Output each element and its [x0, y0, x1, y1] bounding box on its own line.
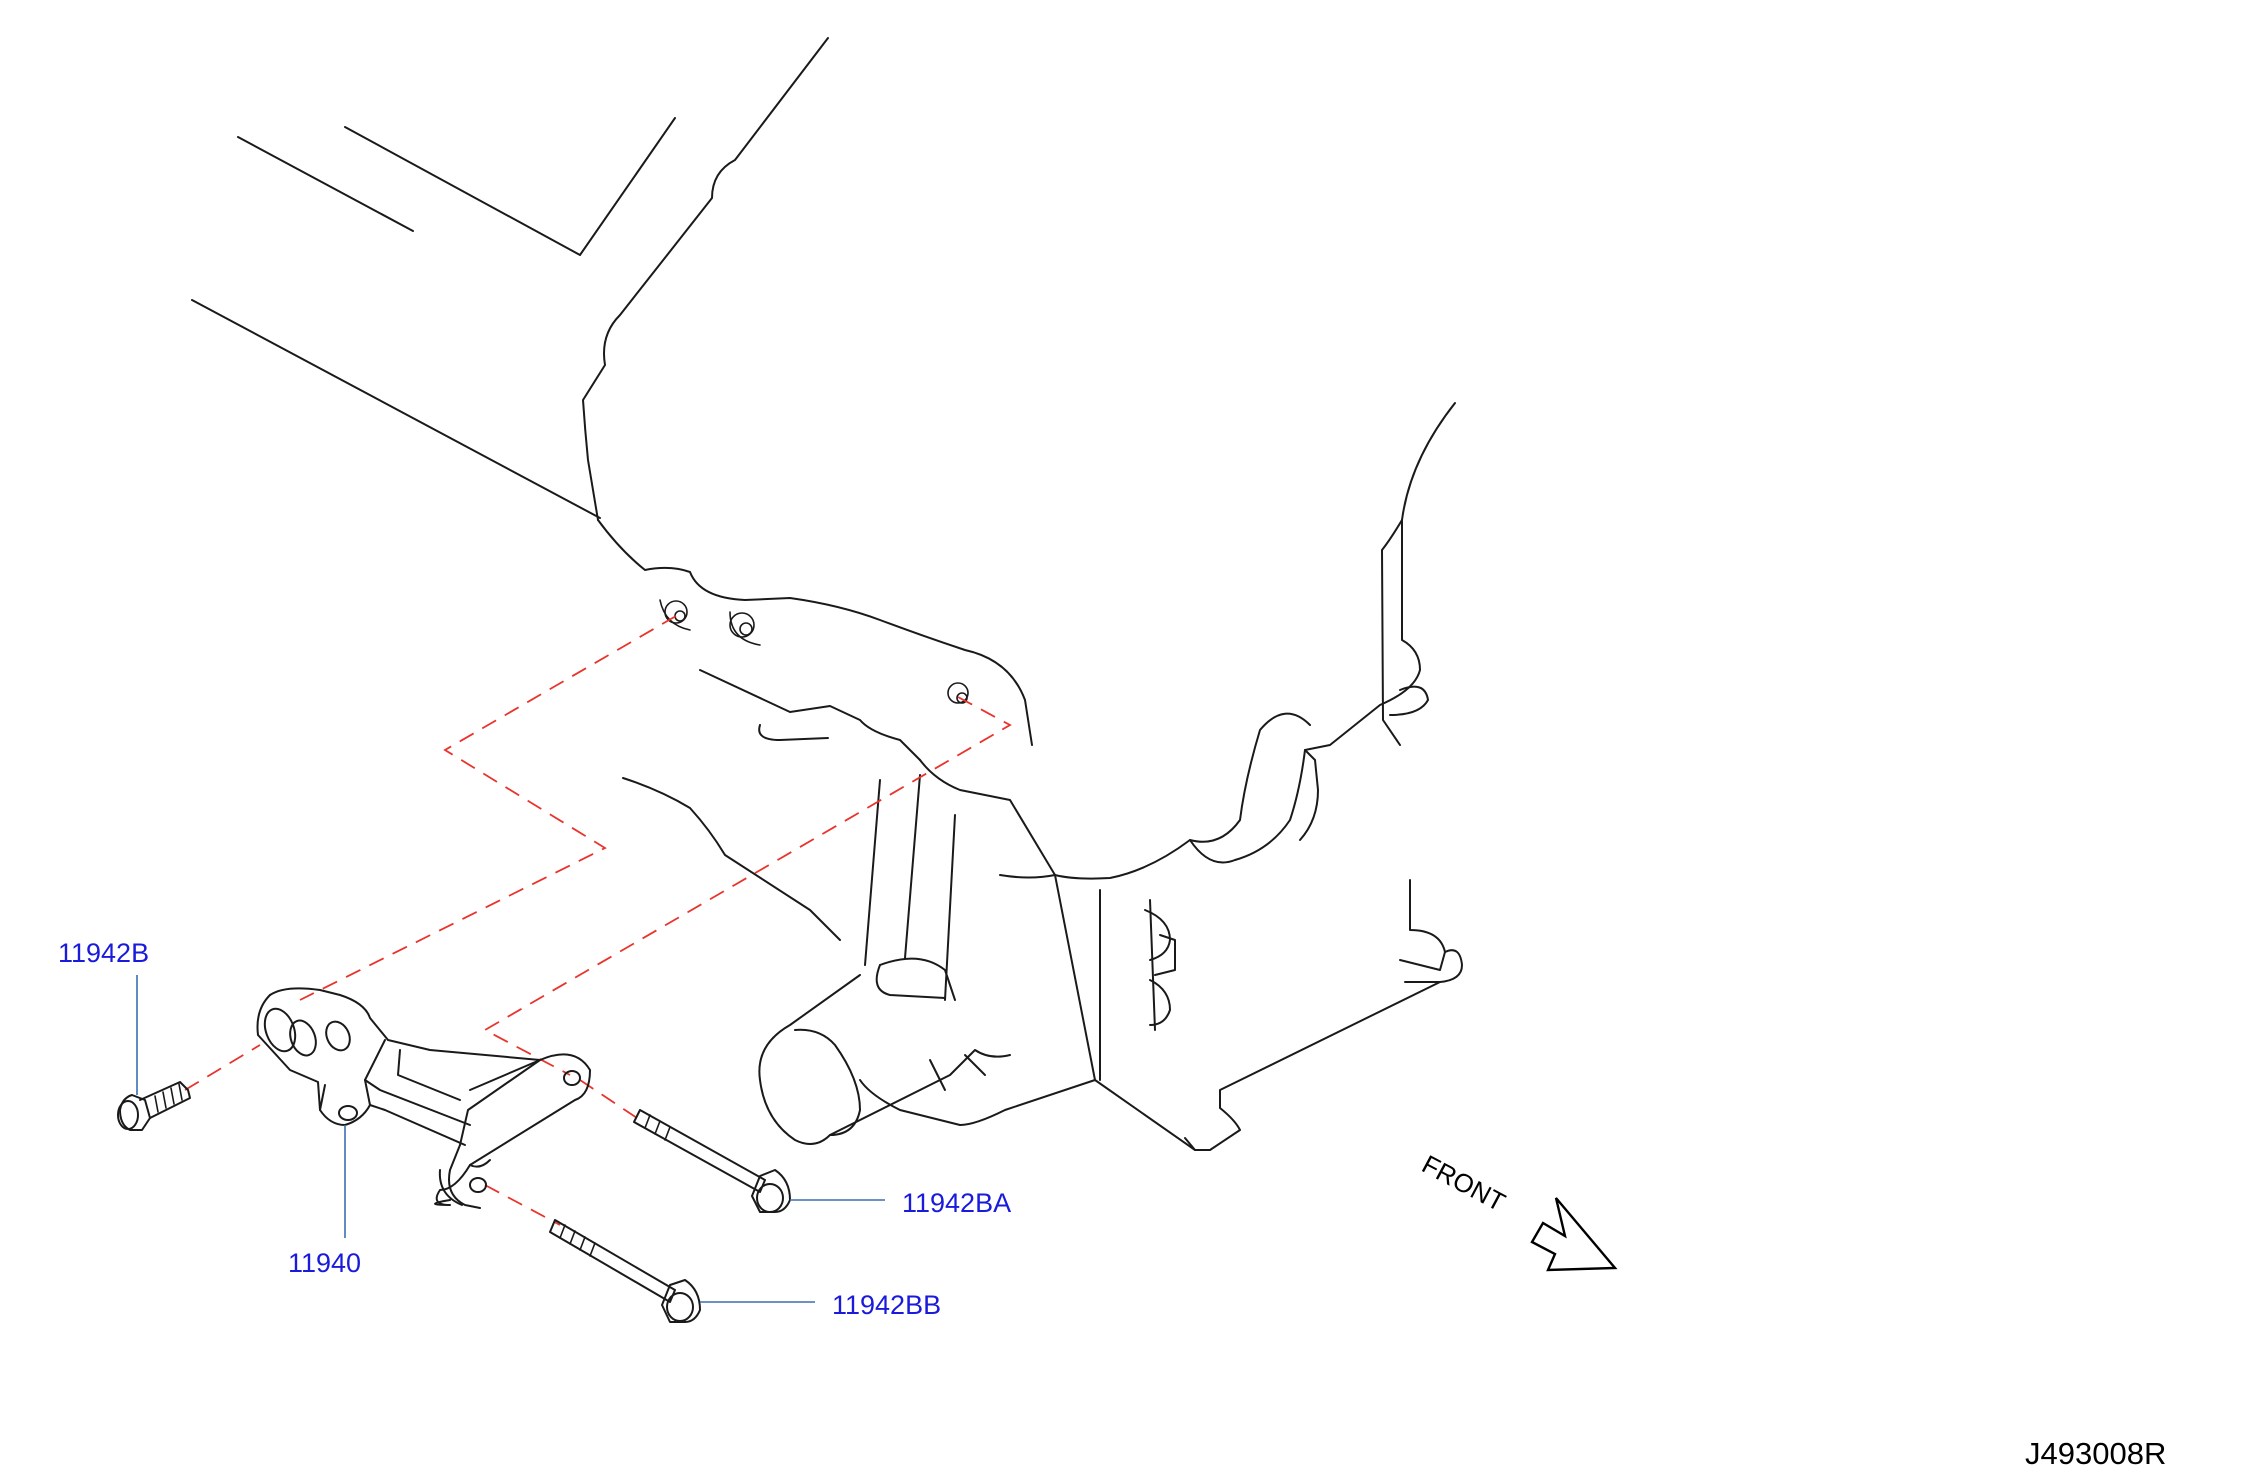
front-label: FRONT	[1417, 1149, 1510, 1218]
bolt-11942bb	[549, 1219, 701, 1323]
label-11940: 11940	[288, 1248, 361, 1278]
assembly-guide-lines	[184, 615, 1012, 1226]
drawing-code: J493008R	[2025, 1436, 2166, 1471]
bolt-11942ba	[633, 1109, 791, 1213]
bolt-11942b	[117, 1081, 191, 1131]
label-11942bb: 11942BB	[832, 1290, 941, 1320]
label-11942ba: 11942BA	[902, 1188, 1011, 1218]
bracket-11940	[256, 987, 591, 1209]
engine-block-outline	[191, 37, 1463, 1151]
leader-lines	[136, 975, 885, 1303]
label-11942b: 11942B	[58, 938, 149, 968]
front-arrow-icon	[1530, 1197, 1618, 1272]
